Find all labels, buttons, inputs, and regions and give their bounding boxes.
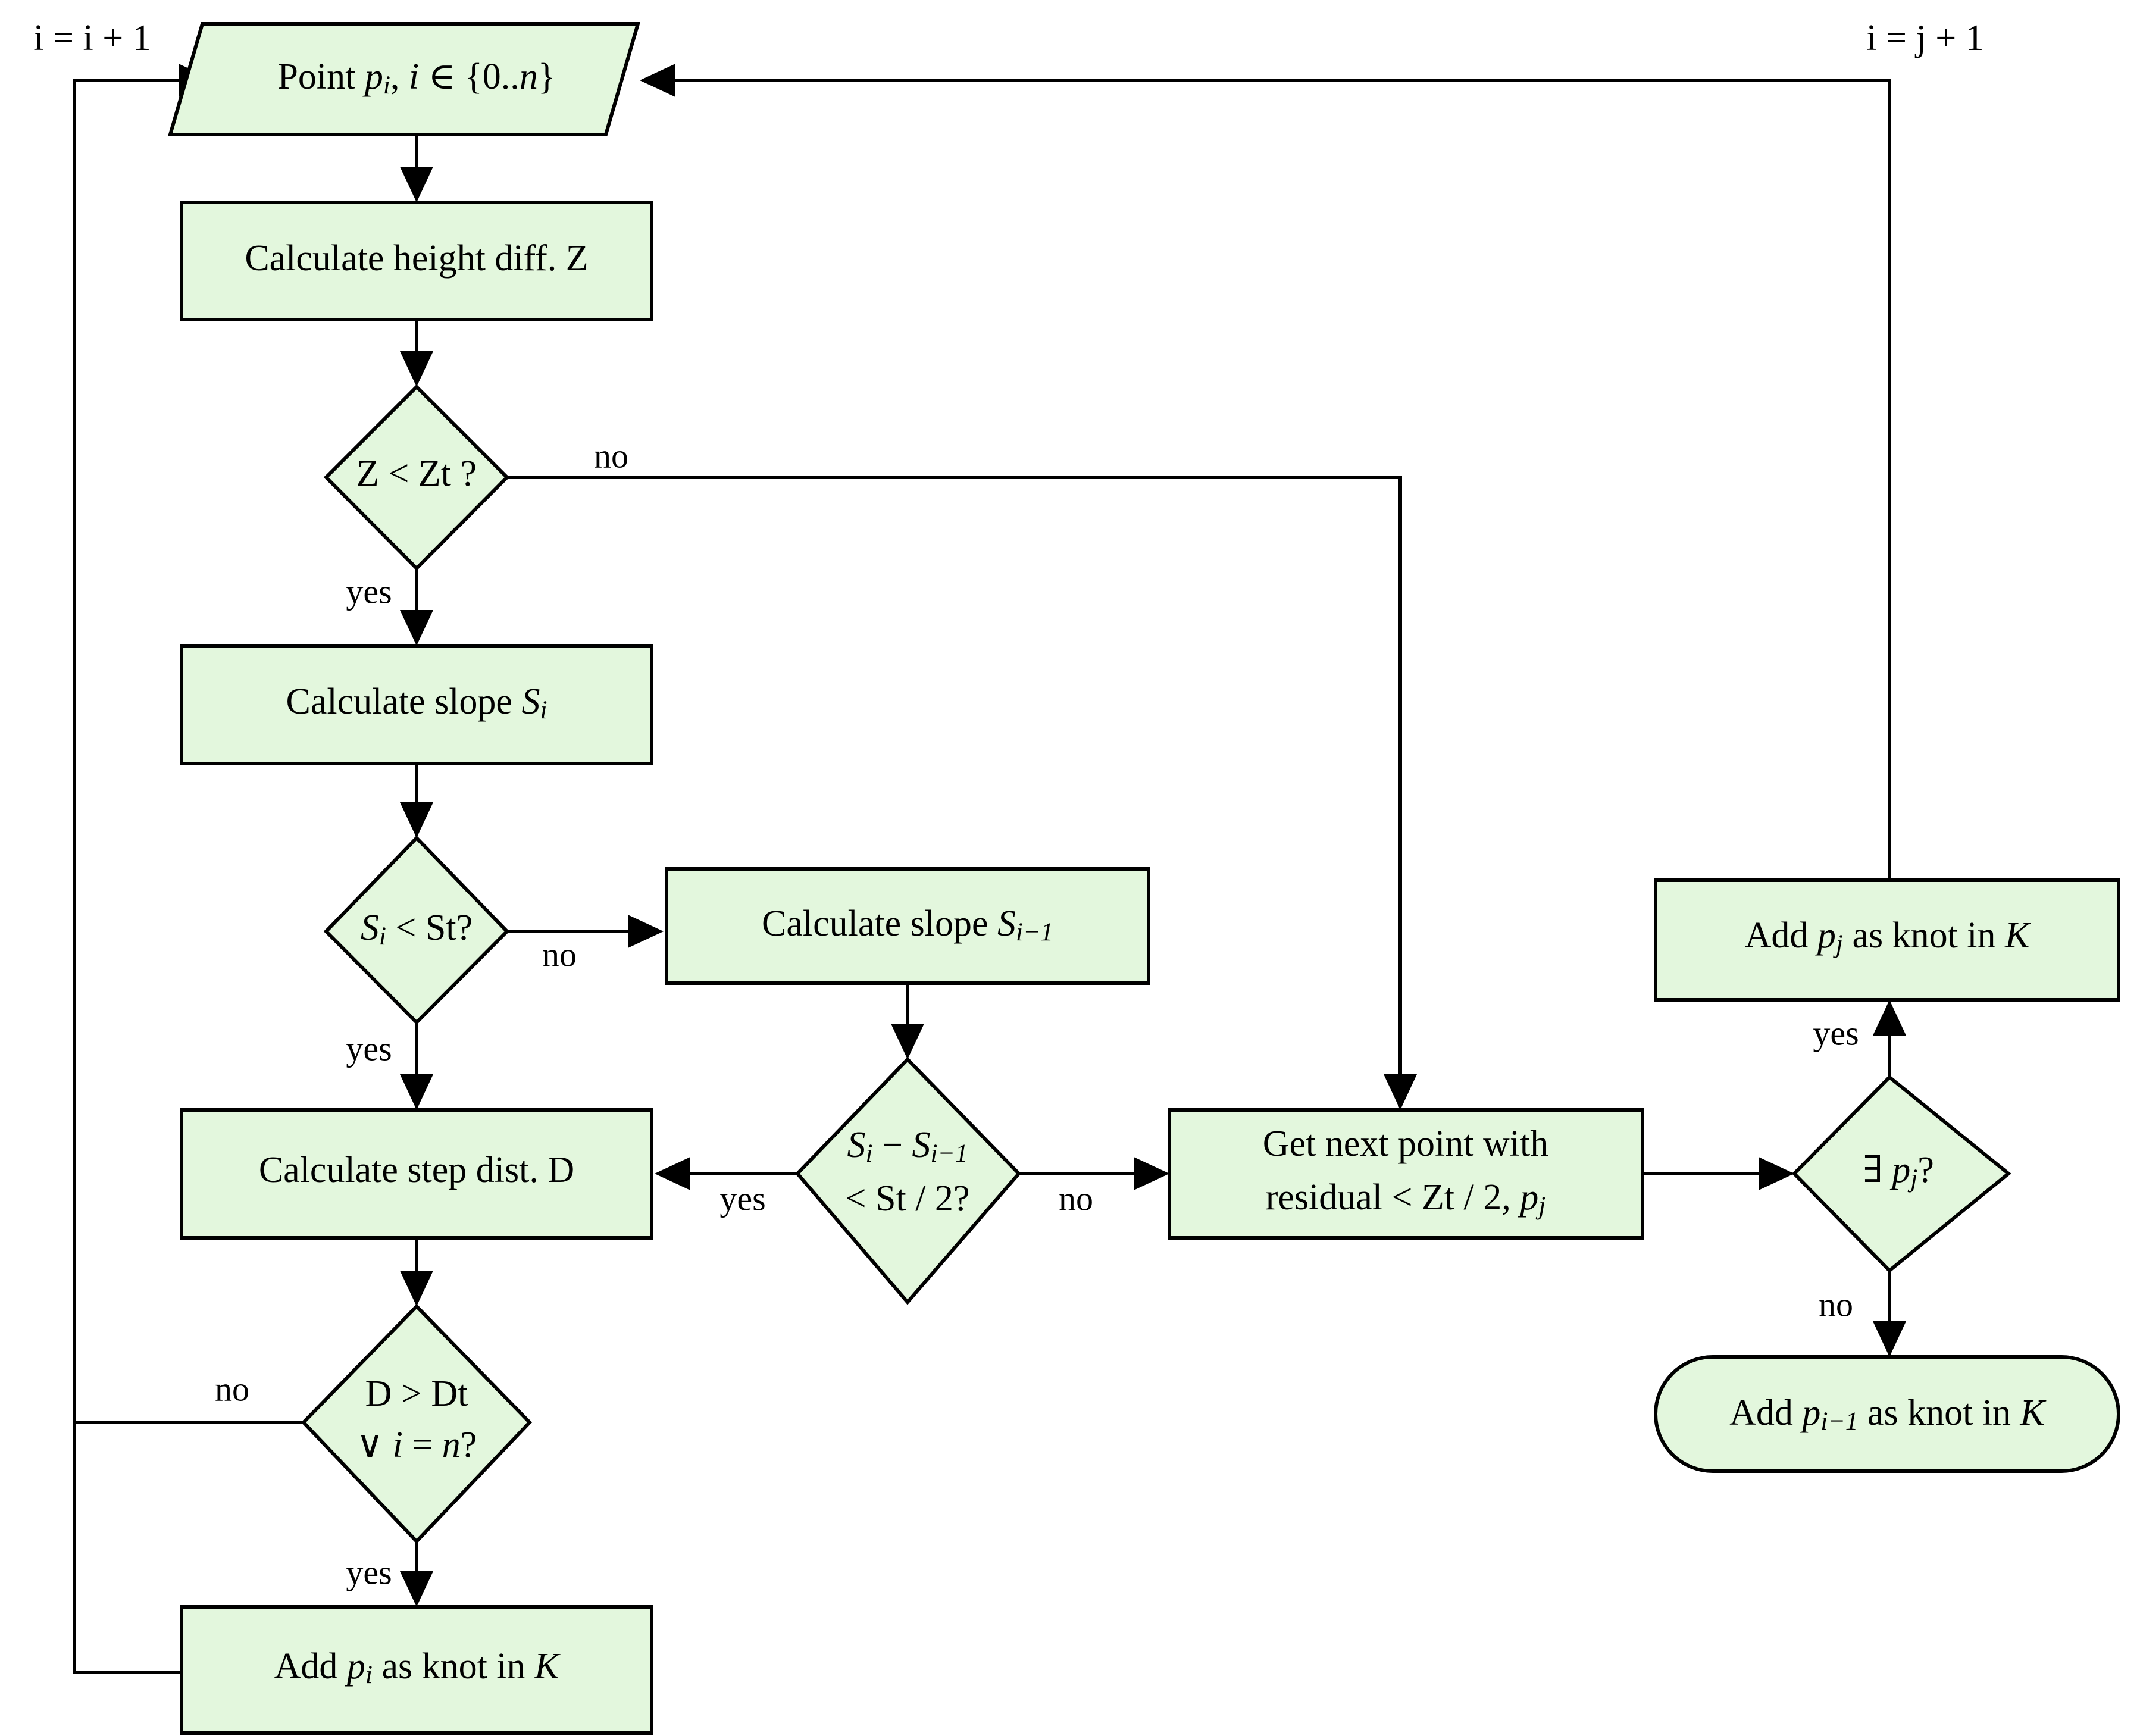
node-slope-diff-label-line2: < St / 2? (846, 1178, 970, 1219)
edge-label-slope-yes: yes (719, 1179, 765, 1218)
loop-label-left: i = i + 1 (33, 18, 151, 58)
node-calc-slope-i[interactable]: Calculate slope Si (180, 644, 653, 765)
loop-label-right: i = j + 1 (1866, 18, 1983, 58)
node-exists-pj-label: ∃ pj? (1863, 1150, 1934, 1193)
node-calc-step-dist[interactable]: Calculate step dist. D (180, 1108, 653, 1240)
node-slope-diff-label-line1: Si − Si−1 (847, 1125, 968, 1168)
node-get-next-point-label-line1: Get next point with (1263, 1124, 1548, 1164)
edge-label-si-no: no (542, 935, 577, 974)
edge-label-exists-no: no (1819, 1285, 1853, 1324)
node-z-lt-zt-decision[interactable]: Z < Zt ? (323, 384, 510, 571)
edge-height-to-zcheck (400, 320, 433, 387)
node-add-pim1-knot[interactable]: Add pi−1 as knot in K (1654, 1355, 2120, 1473)
node-calc-height-diff-label: Calculate height diff. Z (245, 238, 588, 279)
edge-dcheck-yes (400, 1541, 433, 1607)
node-add-pj-knot-label: Add pj as knot in K (1745, 915, 2032, 958)
edge-slopediff-yes (655, 1157, 797, 1190)
edge-zcheck-no (507, 476, 1417, 1110)
node-d-gt-dt-decision[interactable]: D > Dt ∨ i = n? (301, 1303, 533, 1544)
node-z-lt-zt-label: Z < Zt ? (356, 453, 477, 494)
node-add-pi-knot-label: Add pi as knot in K (274, 1646, 561, 1689)
node-calc-slope-i-label: Calculate slope Si (286, 681, 547, 724)
node-calc-slope-im1[interactable]: Calculate slope Si−1 (665, 867, 1150, 985)
edge-label-slope-no: no (1059, 1179, 1093, 1218)
node-calc-height-diff[interactable]: Calculate height diff. Z (180, 201, 653, 321)
node-d-gt-dt-label-line2: ∨ i = n? (356, 1425, 477, 1465)
edge-zcheck-yes (400, 568, 433, 646)
edge-point-to-height (400, 134, 433, 202)
edge-slope-to-sicheck (400, 764, 433, 838)
node-slope-diff-decision[interactable]: Si − Si−1 < St / 2? (794, 1056, 1022, 1305)
edge-sicheck-no (507, 915, 664, 948)
node-d-gt-dt-label-line1: D > Dt (365, 1374, 468, 1414)
node-si-lt-st-label: Si < St? (361, 908, 473, 950)
node-add-pim1-knot-label: Add pi−1 as knot in K (1729, 1393, 2047, 1435)
edge-label-z-no: no (594, 436, 628, 475)
node-exists-pj-decision[interactable]: ∃ pj? (1791, 1074, 2011, 1274)
edge-label-d-no: no (215, 1369, 249, 1408)
edge-label-si-yes: yes (346, 1029, 392, 1068)
node-get-next-point[interactable]: Get next point with residual < Zt / 2, p… (1168, 1108, 1644, 1240)
edge-slopeim1-to-diff (891, 983, 924, 1059)
node-add-pi-knot[interactable]: Add pi as knot in K (180, 1605, 653, 1735)
node-si-lt-st-decision[interactable]: Si < St? (323, 835, 510, 1025)
edge-label-exists-yes: yes (1813, 1014, 1859, 1052)
edge-sicheck-yes (400, 1022, 433, 1110)
edge-label-z-yes: yes (346, 572, 392, 611)
edge-slopediff-no (1019, 1157, 1169, 1190)
edge-label-d-yes: yes (346, 1553, 392, 1591)
node-add-pj-knot[interactable]: Add pj as knot in K (1654, 878, 2120, 1002)
edge-stepdist-to-dcheck (400, 1238, 433, 1306)
node-calc-step-dist-label: Calculate step dist. D (259, 1150, 574, 1190)
node-get-next-point-label-line2: residual < Zt / 2, pj (1266, 1177, 1546, 1220)
edge-feedback-right (640, 64, 1891, 880)
edge-exists-yes (1873, 1000, 1906, 1077)
node-calc-slope-im1-label: Calculate slope Si−1 (762, 903, 1053, 946)
edge-exists-no (1873, 1271, 1906, 1357)
edge-getnext-to-exists (1642, 1157, 1794, 1190)
node-point-input-label: Point pi, i ∈ {0..n} (277, 57, 555, 99)
node-point-input[interactable]: Point pi, i ∈ {0..n} (168, 22, 640, 136)
